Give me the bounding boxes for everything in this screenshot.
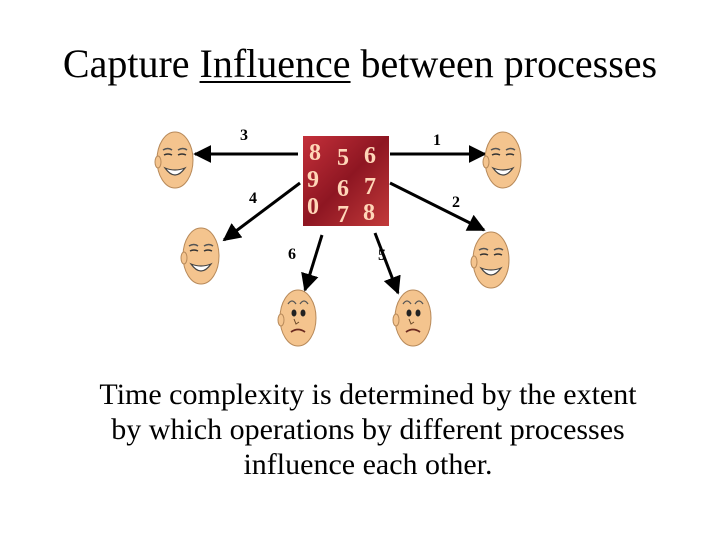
- edge-label: 5: [378, 247, 386, 264]
- edge-label: 4: [249, 190, 257, 207]
- influence-arrow: [390, 183, 484, 230]
- smiling-face-icon: [155, 132, 193, 188]
- influence-arrow: [305, 235, 322, 290]
- center-digit: 0: [307, 194, 319, 220]
- center-digit: 8: [363, 200, 375, 226]
- frowning-face-icon: [393, 290, 431, 346]
- smiling-face-icon: [471, 232, 509, 288]
- center-digit: 8: [309, 140, 321, 166]
- center-digit: 6: [337, 176, 349, 202]
- influence-arrow: [224, 183, 300, 240]
- frowning-face-icon: [278, 290, 316, 346]
- caption-line: influence each other.: [40, 447, 696, 482]
- center-digit: 7: [337, 202, 349, 228]
- smiling-face-icon: [181, 228, 219, 284]
- center-digit: 6: [364, 143, 376, 169]
- caption-line: Time complexity is determined by the ext…: [40, 377, 696, 412]
- center-digit: 9: [307, 167, 319, 193]
- smiling-face-icon: [483, 132, 521, 188]
- edge-label: 1: [433, 132, 441, 149]
- edge-label: 3: [240, 127, 248, 144]
- caption-line: by which operations by different process…: [40, 412, 696, 447]
- center-digit: 7: [364, 174, 376, 200]
- edge-label: 2: [452, 194, 460, 211]
- center-digit: 5: [337, 145, 349, 171]
- edge-label: 6: [288, 246, 296, 263]
- caption: Time complexity is determined by the ext…: [40, 377, 696, 482]
